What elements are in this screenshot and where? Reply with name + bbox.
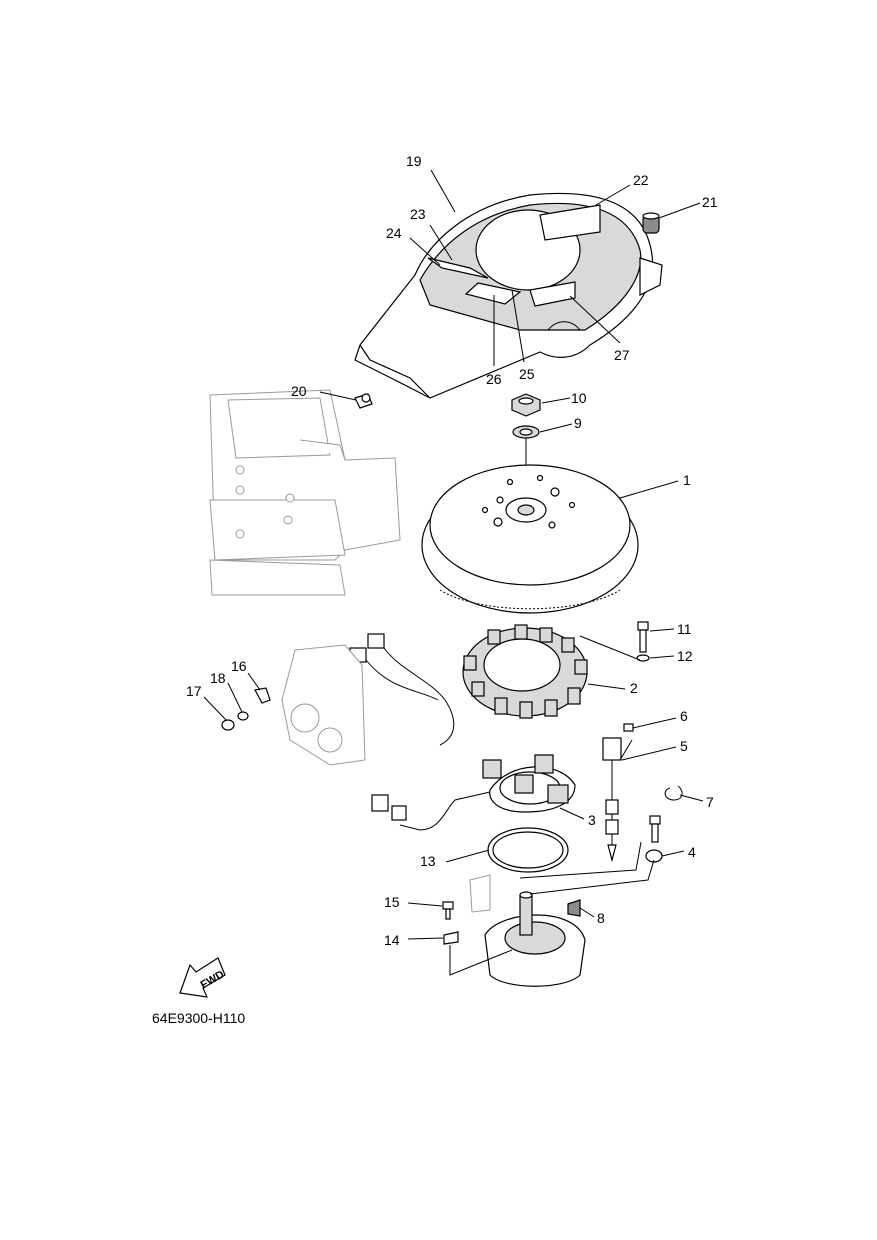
screw-15 xyxy=(442,901,454,920)
callout-13: 13 xyxy=(420,853,436,869)
flywheel xyxy=(421,464,639,614)
key-8 xyxy=(567,899,581,917)
callout-2: 2 xyxy=(630,680,638,696)
callout-11: 11 xyxy=(677,621,692,637)
callout-12: 12 xyxy=(677,648,693,664)
callout-4: 4 xyxy=(688,844,696,860)
flywheel-cover xyxy=(354,192,663,399)
washer-12 xyxy=(636,654,650,662)
nut-10 xyxy=(511,393,541,417)
callout-7: 7 xyxy=(706,794,714,810)
callout-5: 5 xyxy=(680,738,688,754)
callout-1: 1 xyxy=(683,472,691,488)
callout-23: 23 xyxy=(410,206,426,222)
clip-7 xyxy=(664,785,683,801)
fwd-arrow-icon: FWD xyxy=(179,957,226,998)
callout-21: 21 xyxy=(702,194,718,210)
callout-17: 17 xyxy=(186,683,202,699)
snap-ring xyxy=(487,827,569,873)
callout-15: 15 xyxy=(384,894,400,910)
callout-27: 27 xyxy=(614,347,630,363)
rectifier-bracket xyxy=(281,644,366,766)
callout-3: 3 xyxy=(588,812,596,828)
grommet-21 xyxy=(642,212,660,234)
callout-18: 18 xyxy=(210,670,226,686)
bolt-20 xyxy=(354,393,373,409)
callout-9: 9 xyxy=(574,415,582,431)
screw-6 xyxy=(623,723,634,732)
callout-8: 8 xyxy=(597,910,605,926)
bolt-11 xyxy=(637,621,649,653)
callout-22: 22 xyxy=(633,172,649,188)
wiring-harness xyxy=(349,633,455,746)
bolt-4 xyxy=(645,815,663,863)
washer-9 xyxy=(512,425,540,439)
callout-25: 25 xyxy=(519,366,535,382)
callout-20: 20 xyxy=(291,383,307,399)
engine-block-ghost xyxy=(209,389,401,596)
pulser-coil xyxy=(371,754,576,831)
callout-14: 14 xyxy=(384,932,400,948)
callout-6: 6 xyxy=(680,708,688,724)
stator xyxy=(462,624,588,719)
callout-10: 10 xyxy=(571,390,587,406)
callout-26: 26 xyxy=(486,371,502,387)
sensor-5 xyxy=(602,737,622,863)
callouts: 19 22 21 23 24 26 25 27 20 10 9 1 11 12 … xyxy=(186,153,718,948)
washer-18 xyxy=(237,711,249,721)
callout-19: 19 xyxy=(406,153,422,169)
screw-17 xyxy=(221,719,235,731)
callout-16: 16 xyxy=(231,658,247,674)
clip-14 xyxy=(443,931,459,945)
callout-24: 24 xyxy=(386,225,402,241)
clip-16 xyxy=(254,687,271,704)
drawing-id: 64E9300-H110 xyxy=(152,1010,246,1026)
base-bracket xyxy=(469,874,586,987)
